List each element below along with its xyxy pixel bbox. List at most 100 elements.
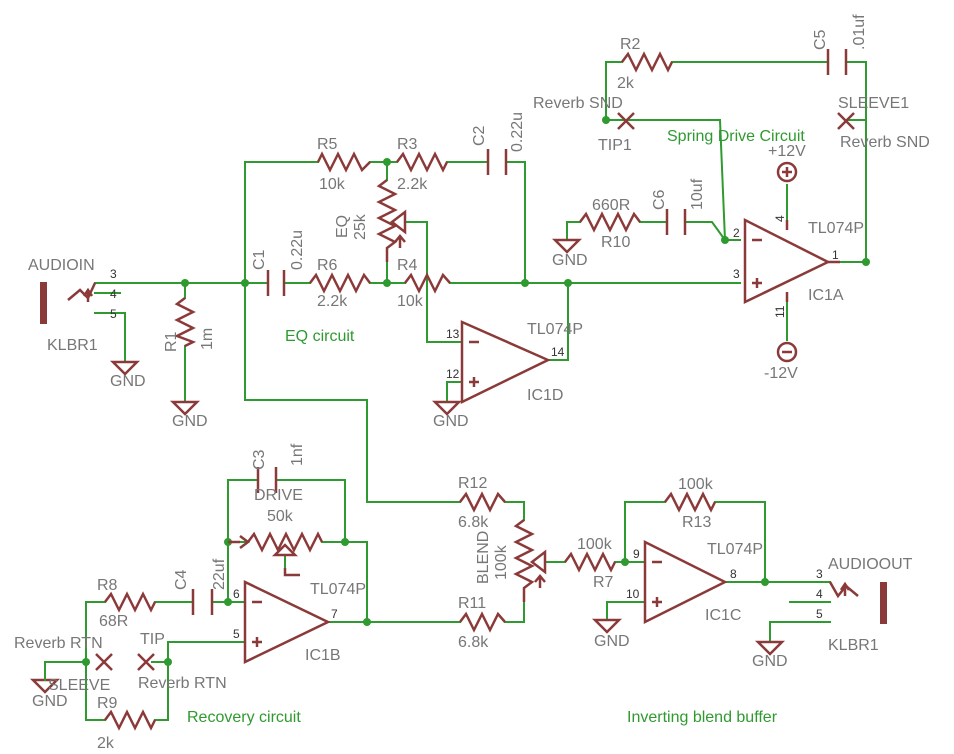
section-spring-drive: Spring Drive Circuit xyxy=(667,128,805,145)
ic1a-pin-vn: 11 xyxy=(773,305,787,318)
ground-icon xyxy=(169,400,201,416)
r4-value: 10k xyxy=(397,293,424,310)
r2-value: 2k xyxy=(617,75,635,92)
ground-icon xyxy=(551,238,583,254)
gnd-label: GND xyxy=(32,693,68,710)
junction-dot xyxy=(363,618,371,626)
r1-name: R1 xyxy=(163,331,180,352)
ground-icon xyxy=(109,360,141,376)
junction-dot xyxy=(82,658,90,666)
r13-value: 100k xyxy=(678,476,714,493)
r3-value: 2.2k xyxy=(397,176,428,193)
jack-audioout xyxy=(828,581,887,624)
gnd-label: GND xyxy=(594,633,630,650)
ground-icon xyxy=(591,618,623,634)
resistor-r11 xyxy=(459,611,506,633)
c3-value: 1nf xyxy=(289,443,306,466)
jack-in-pin-3: 3 xyxy=(110,267,117,281)
r9-name: R9 xyxy=(97,695,118,712)
ic1b-pin-out: 7 xyxy=(331,607,338,621)
r11-name: R11 xyxy=(458,595,486,612)
gnd-label: GND xyxy=(110,373,146,390)
ground-icon xyxy=(754,640,786,656)
c1-value: 0.22u xyxy=(289,230,306,270)
c6-value: 10uf xyxy=(689,178,706,210)
r12-value: 6.8k xyxy=(458,514,489,531)
capacitor-c4 xyxy=(191,589,214,615)
r3-name: R3 xyxy=(397,136,418,153)
ic1b-name: IC1B xyxy=(305,647,341,664)
potentiometer-drive xyxy=(228,531,324,577)
drive-pot-value: 50k xyxy=(267,508,294,525)
junction-dot xyxy=(761,578,769,586)
junction-dot xyxy=(341,538,349,546)
eq-pot-name: EQ xyxy=(334,215,351,238)
capacitor-c3 xyxy=(256,467,278,493)
resistor-r8 xyxy=(104,591,157,613)
ic1d-part: TL074P xyxy=(527,321,583,338)
capacitor-c2 xyxy=(486,149,508,175)
capacitor-c1 xyxy=(266,270,286,296)
resistor-r3 xyxy=(396,151,449,173)
jack-in-pin-4: 4 xyxy=(110,287,117,301)
ground-icon xyxy=(29,661,61,694)
r8-value: 68R xyxy=(99,613,128,630)
junction-dot xyxy=(721,236,729,244)
junction-dot xyxy=(602,116,610,124)
reverb-rtn-tip-label: Reverb RTN xyxy=(138,675,227,692)
capacitor-c5 xyxy=(826,49,848,75)
r7-value: 100k xyxy=(577,536,613,553)
junction-dot xyxy=(621,558,629,566)
supply-neg-label: -12V xyxy=(764,365,798,382)
r12-name: R12 xyxy=(458,475,487,492)
c4-name: C4 xyxy=(173,569,190,590)
r9-value: 2k xyxy=(97,735,115,752)
ic1d-pin-plus: 12 xyxy=(446,367,460,381)
sleeve-label: SLEEVE xyxy=(48,677,110,694)
reverb-snd-tip-label: Reverb SND xyxy=(533,95,623,112)
junctions xyxy=(82,116,870,666)
ic1c-pin-minus: 9 xyxy=(633,547,640,561)
r2-name: R2 xyxy=(620,36,641,53)
sleeve1-label: SLEEVE1 xyxy=(838,95,909,112)
resistor-r13 xyxy=(664,491,717,513)
r5-name: R5 xyxy=(317,136,338,153)
ic1b-pin-plus: 5 xyxy=(233,627,240,641)
resistor-r6 xyxy=(309,272,371,294)
junction-dot xyxy=(164,658,172,666)
section-blend: Inverting blend buffer xyxy=(627,709,778,726)
ic1c-part: TL074P xyxy=(707,541,763,558)
ic1a-pin-minus: 2 xyxy=(733,226,740,240)
blend-pot-name: BLEND xyxy=(475,531,492,584)
resistor-r4 xyxy=(404,272,451,294)
opamp-ic1a xyxy=(743,217,840,304)
c6-name: C6 xyxy=(651,189,668,210)
ic1a-name: IC1A xyxy=(808,287,844,304)
ground-icon xyxy=(431,400,463,416)
supply-minus12-icon xyxy=(776,341,798,363)
gnd-label: GND xyxy=(172,413,208,430)
junction-dot xyxy=(564,279,572,287)
capacitor-c6 xyxy=(665,209,687,235)
c3-name: C3 xyxy=(251,449,268,470)
resistor-r10 xyxy=(579,211,641,233)
r7-name: R7 xyxy=(593,574,614,591)
junction-dot xyxy=(181,279,189,287)
gnd-label: GND xyxy=(433,413,469,430)
jack-in-ref: KLBR1 xyxy=(47,337,98,354)
junction-dot xyxy=(224,598,232,606)
section-eq: EQ circuit xyxy=(285,328,355,345)
jack-out-ref: KLBR1 xyxy=(828,637,879,654)
junction-dot xyxy=(862,258,870,266)
r6-name: R6 xyxy=(317,257,338,274)
ic1c-pin-plus: 10 xyxy=(626,587,640,601)
resistor-r2 xyxy=(621,51,674,73)
resistor-r9 xyxy=(104,709,157,731)
r6-value: 2.2k xyxy=(317,293,348,310)
supply-pos-label: +12V xyxy=(768,143,806,160)
junction-dot xyxy=(241,279,249,287)
r10-value: 660R xyxy=(592,197,630,214)
c2-value: 0.22u xyxy=(509,112,526,152)
tip-label: TIP xyxy=(140,631,165,648)
